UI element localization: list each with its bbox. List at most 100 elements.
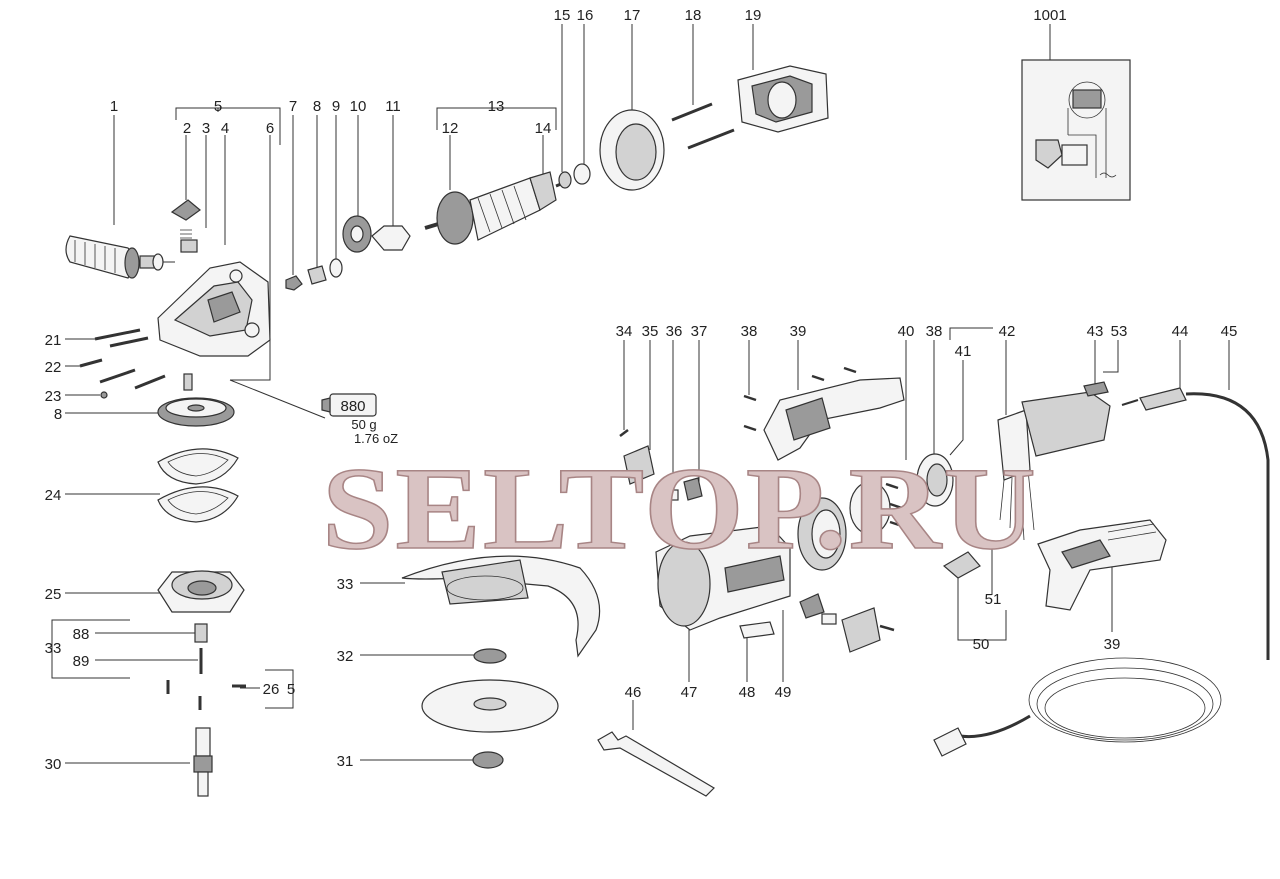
label-13: 13: [488, 98, 505, 115]
label-49: 49: [775, 684, 792, 701]
grease-code: 880: [340, 398, 365, 415]
grease-tube: 880 50 g 1.76 oZ: [321, 393, 398, 446]
stator-part: [737, 65, 829, 133]
fan-baffle-part: [797, 497, 847, 571]
grinding-disc-part: [421, 679, 559, 733]
cover-disk-part: [849, 481, 891, 535]
label-36: 36: [666, 323, 683, 340]
label-25: 25: [45, 586, 62, 603]
label-38: 38: [741, 323, 758, 340]
electronic-switch-part: [997, 391, 1111, 541]
sleeve-part: [194, 623, 208, 643]
label-34: 34: [616, 323, 633, 340]
motor-housing-part: [655, 525, 791, 631]
gasket-parts: [157, 448, 239, 523]
switch-lever-part: [942, 551, 981, 579]
wiring-schematic: [1021, 59, 1131, 201]
switch-spring-part: [966, 529, 978, 543]
lock-button-part: [170, 199, 201, 221]
brush-holder-part: [623, 445, 655, 485]
bearing-flange-part: [157, 570, 245, 613]
handle-shell-lower-part: [1037, 519, 1167, 611]
label-45: 45: [1221, 323, 1238, 340]
label-38-right: 38: [926, 323, 943, 340]
label-10: 10: [350, 98, 367, 115]
cable-clamp-part: [1083, 381, 1109, 397]
stator-screw-a: [671, 102, 713, 122]
label-plate-part: [739, 621, 775, 639]
gear-housing-part: [157, 261, 271, 357]
stator-screw-b: [687, 128, 735, 150]
label-2: 2: [183, 120, 191, 137]
label-16: 16: [577, 7, 594, 24]
wheel-guard-part: [401, 555, 601, 658]
watermark-text: SELTOP.RU: [322, 443, 1038, 574]
label-3: 3: [202, 120, 210, 137]
label-30: 30: [45, 756, 62, 773]
housing-screws: [79, 328, 193, 399]
rotor-part: [424, 171, 567, 245]
label-44: 44: [1172, 323, 1189, 340]
mounting-ring-part: [916, 453, 954, 507]
label-19: 19: [745, 7, 762, 24]
label-37: 37: [691, 323, 708, 340]
label-40: 40: [898, 323, 915, 340]
label-4: 4: [221, 120, 229, 137]
label-26: 26: [263, 681, 280, 698]
label-12: 12: [442, 120, 459, 137]
bearing-plate-part: [371, 225, 411, 251]
label-24: 24: [45, 487, 62, 504]
label-5-bottom: 5: [287, 681, 295, 698]
label-41: 41: [955, 343, 972, 360]
label-23: 23: [45, 388, 62, 405]
leader-lines: [51, 24, 1230, 764]
callout-labels: 1 5 2 3 4 6 7 8 9 10 11 13 12 14 15 16 1…: [45, 7, 1238, 773]
label-9: 9: [332, 98, 340, 115]
support-flange-part: [473, 648, 507, 664]
label-1: 1: [110, 98, 118, 115]
label-53: 53: [1111, 323, 1128, 340]
washer-9-part: [329, 258, 343, 278]
pin-part: [180, 239, 198, 253]
nut-part: [285, 275, 303, 291]
label-39-bottom: 39: [1104, 636, 1121, 653]
brush-holder-b: [799, 593, 825, 619]
part-drawings: 880 50 g 1.76 oZ: [65, 59, 1270, 797]
label-22: 22: [45, 359, 62, 376]
label-46: 46: [625, 684, 642, 701]
spring-part: [180, 229, 192, 239]
pin-wrench-part: [597, 731, 715, 797]
label-8-left: 8: [54, 406, 62, 423]
clamping-nut-part: [472, 751, 504, 769]
label-14: 14: [535, 120, 552, 137]
label-8: 8: [313, 98, 321, 115]
grease-weight-g: 50 g: [351, 417, 376, 432]
label-33: 33: [337, 576, 354, 593]
label-15: 15: [554, 7, 571, 24]
label-39: 39: [790, 323, 807, 340]
label-18: 18: [685, 7, 702, 24]
label-33-left: 33: [45, 640, 62, 657]
label-43: 43: [1087, 323, 1104, 340]
handle-shell-upper-part: [763, 377, 905, 461]
side-handle-part: [65, 235, 175, 279]
label-35: 35: [642, 323, 659, 340]
carbon-brush-b: [821, 613, 837, 625]
label-31: 31: [337, 753, 354, 770]
brush-spring-part: [683, 477, 703, 501]
bearing-16-part: [573, 163, 591, 185]
carbon-brush-part: [663, 489, 679, 501]
label-48: 48: [739, 684, 756, 701]
label-42: 42: [999, 323, 1016, 340]
spindle-part: [193, 727, 213, 797]
label-51: 51: [985, 591, 1002, 608]
label-7: 7: [289, 98, 297, 115]
label-47: 47: [681, 684, 698, 701]
label-17: 17: [624, 7, 641, 24]
label-50: 50: [973, 636, 990, 653]
label-6: 6: [266, 120, 274, 137]
power-cord-part: [933, 387, 1270, 757]
label-89: 89: [73, 653, 90, 670]
label-32: 32: [337, 648, 354, 665]
